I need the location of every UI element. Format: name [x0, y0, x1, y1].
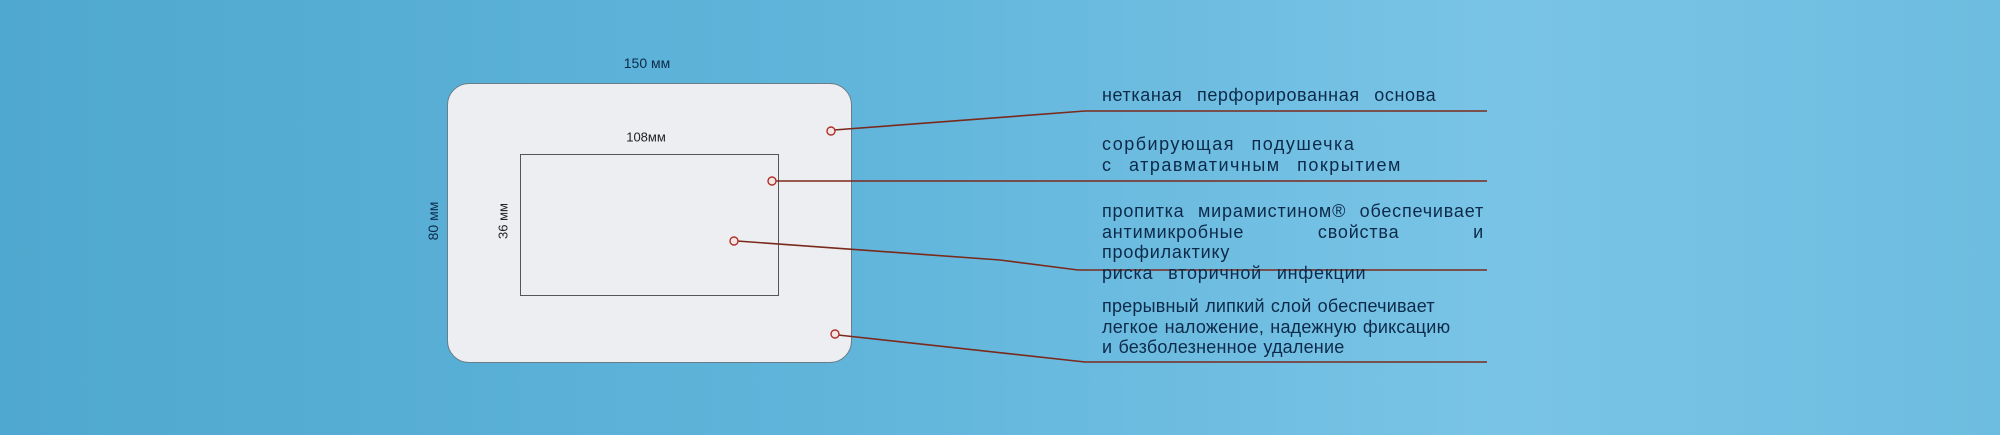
- label-line: антимикробные свойства и профилактику: [1102, 221, 1484, 263]
- marker-dot-4: [830, 329, 840, 339]
- label-line: с атравматичным покрытием: [1102, 154, 1402, 175]
- label-line: и безболезненное удаление: [1102, 337, 1345, 357]
- bandage-outline: [447, 83, 852, 363]
- outer-width-label: 150 мм: [623, 55, 671, 71]
- leader-line-3: [736, 240, 1487, 271]
- label-line: риска вторичной инфекции: [1102, 262, 1367, 283]
- pad-width-label: 108мм: [626, 129, 666, 145]
- absorbent-pad-outline: [520, 154, 779, 296]
- marker-dot-2: [767, 176, 777, 186]
- label-line: легкое наложение, надежную фиксацию: [1102, 316, 1451, 337]
- label-line: нетканая перфорированная основа: [1102, 85, 1437, 105]
- label-line: сорбирующая подушечка: [1102, 134, 1356, 154]
- label-line: прерывный липкий слой обеспечивает: [1102, 296, 1435, 316]
- label-backing: нетканая перфорированная основа: [1102, 85, 1484, 106]
- label-pad: сорбирующая подушечка с атравматичным по…: [1102, 134, 1484, 175]
- marker-dot-1: [826, 126, 836, 136]
- label-line: пропитка мирамистином® обеспечивает: [1102, 201, 1484, 221]
- marker-dot-3: [729, 236, 739, 246]
- leader-line-1: [833, 110, 1487, 131]
- label-impregnation: пропитка мирамистином® обеспечивает анти…: [1102, 201, 1484, 283]
- label-adhesive: прерывный липкий слой обеспечивает легко…: [1102, 296, 1484, 358]
- leader-line-4: [837, 334, 1487, 363]
